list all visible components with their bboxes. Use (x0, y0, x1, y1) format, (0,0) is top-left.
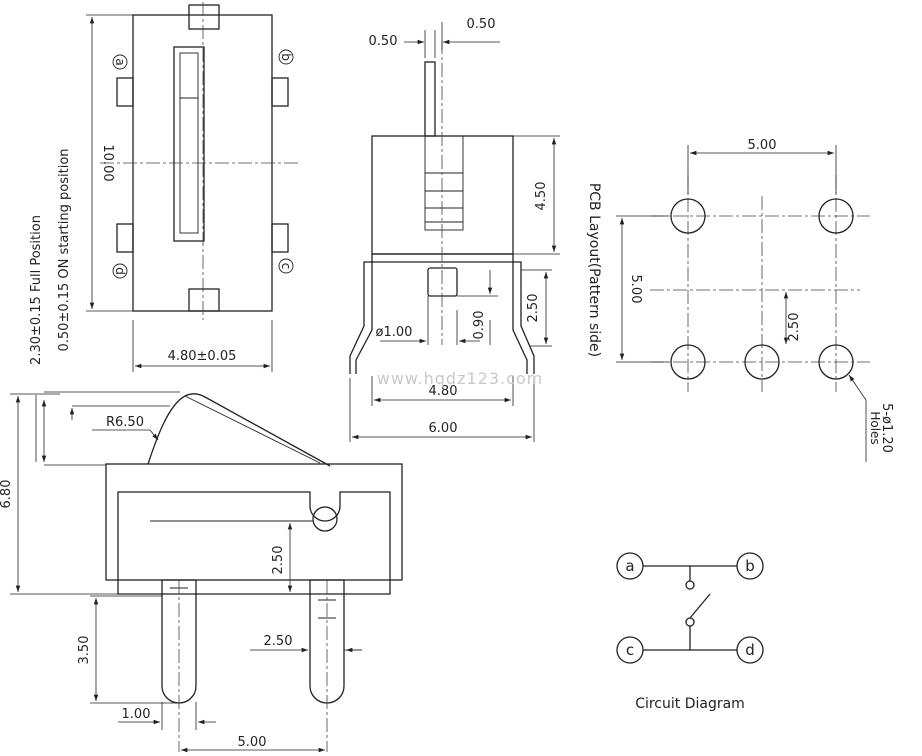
pcb-hole (670, 344, 706, 380)
front-dim-gap-right: 0.50 (467, 17, 496, 32)
side-dim-2-50-vertical: 2.50 (271, 546, 286, 575)
front-dim-outer: 6.00 (429, 421, 458, 436)
pcb-hole (744, 344, 780, 380)
circuit-pin-b: b (745, 557, 755, 575)
circuit-diagram: a b c d Circuit Diagram (616, 552, 764, 712)
full-position-label: 2.30±0.15 Full Position (29, 215, 44, 365)
pcb-dim-height: 5.00 (628, 275, 643, 304)
pcb-dim-offset: 2.50 (787, 313, 802, 342)
top-height-dim: 10.00 (100, 144, 115, 181)
radius-label: R6.50 (106, 415, 144, 430)
pcb-holes-label: Holes (868, 411, 882, 444)
circuit-pin-a: a (625, 557, 634, 575)
side-dim-2-50-horizontal: 2.50 (264, 634, 293, 649)
side-dim-3-50: 3.50 (77, 636, 92, 665)
side-view: 2.30±0.15 Full Position 0.50±0.15 ON sta… (0, 148, 403, 753)
top-pin-b: b (279, 53, 293, 61)
pcb-title: PCB Layout(Pattern side) (586, 183, 602, 357)
top-pin-d: d (113, 267, 127, 275)
front-dim-inner: 4.80 (429, 384, 458, 399)
front-dim-small: 0.90 (472, 311, 487, 340)
on-position-label: 0.50±0.15 ON starting position (57, 148, 72, 351)
top-pin-c: c (279, 263, 293, 270)
front-dim-hole: ø1.00 (376, 325, 413, 340)
front-dim-gap-left: 0.50 (369, 34, 398, 49)
side-dim-5-00: 5.00 (238, 735, 267, 750)
side-dim-1-00: 1.00 (122, 707, 151, 722)
pcb-layout: PCB Layout(Pattern side) 5.00 5.00 2.50 … (586, 138, 894, 462)
top-pin-a: a (113, 58, 127, 65)
front-dim-body-height: 4.50 (534, 182, 549, 211)
pcb-hole (818, 198, 854, 234)
front-dim-pin-offset: 2.50 (526, 294, 541, 323)
pcb-hole (818, 344, 854, 380)
circuit-title: Circuit Diagram (635, 696, 745, 712)
watermark: www.hqdz123.com (377, 369, 544, 388)
pcb-holes-spec: 5-ø1.20 (879, 403, 894, 453)
total-height-dim: 6.80 (0, 480, 14, 509)
top-width-dim: 4.80±0.05 (168, 349, 237, 364)
front-view: 0.50 0.50 4.50 2.50 0.90 ø1.00 4.80 6.00 (349, 17, 560, 442)
circuit-pin-d: d (745, 641, 755, 659)
pcb-hole (670, 198, 706, 234)
circuit-pin-c: c (626, 641, 634, 659)
top-view: a b d c 10.00 4.80±0.05 (86, 2, 300, 372)
pcb-dim-width: 5.00 (748, 138, 777, 153)
